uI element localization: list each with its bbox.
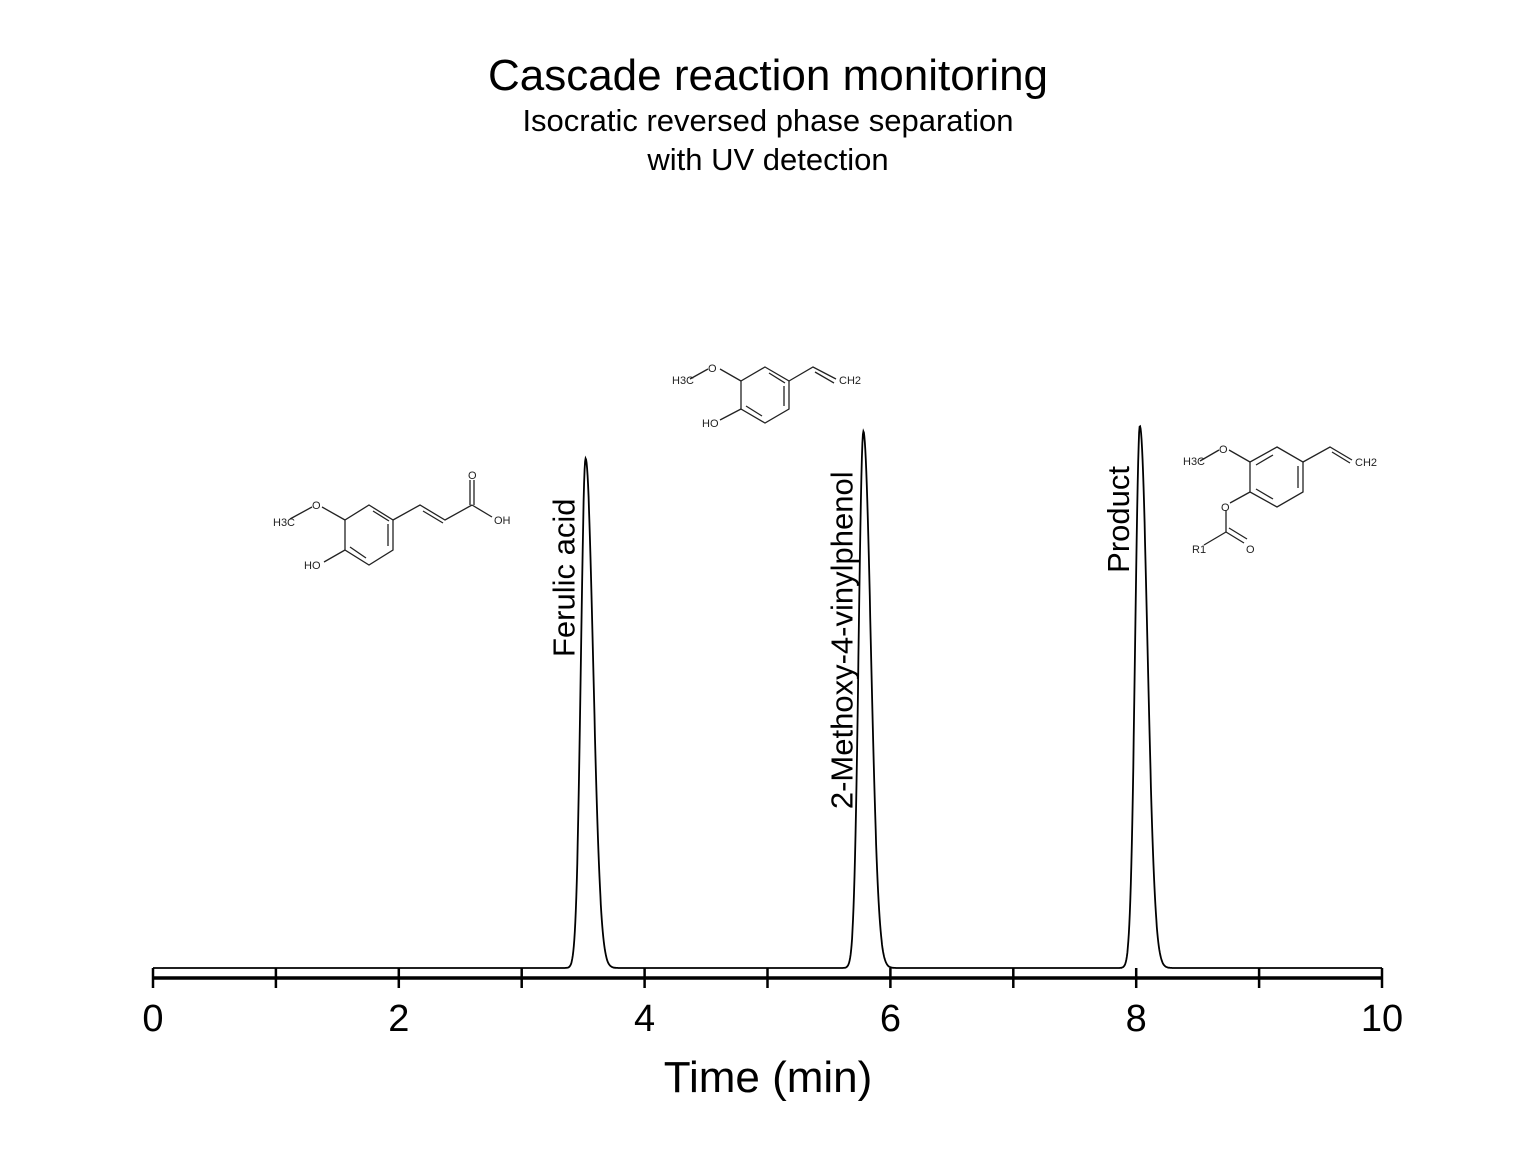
x-axis-label: Time (min) — [664, 1053, 873, 1102]
label-ester-o: O — [1221, 502, 1230, 514]
label-ch2: CH2 — [839, 375, 861, 387]
label-carbonyl-o: O — [1246, 544, 1255, 556]
label-ch2: CH2 — [1355, 457, 1377, 469]
chart-title: Cascade reaction monitoring — [488, 51, 1048, 100]
x-tick-label: 0 — [142, 998, 163, 1040]
peak-label: Product — [1101, 466, 1136, 573]
vinylphenol-structure: H3C O HO CH2 — [672, 363, 861, 430]
chart-subtitle-line-1: Isocratic reversed phase separation — [522, 103, 1013, 138]
label-h3c: H3C — [672, 375, 694, 387]
ferulic-acid-structure: H3C O HO O OH — [273, 470, 511, 572]
label-h3c: H3C — [273, 517, 295, 529]
label-o: O — [1219, 444, 1228, 456]
x-tick-label: 8 — [1126, 998, 1147, 1040]
label-carbonyl-o: O — [468, 470, 477, 482]
peak-label: Ferulic acid — [547, 499, 582, 658]
label-o: O — [708, 363, 717, 375]
x-tick-label: 2 — [388, 998, 409, 1040]
label-ho: HO — [702, 418, 719, 430]
label-oh: OH — [494, 515, 511, 527]
peak-label: 2-Methoxy-4-vinylphenol — [824, 471, 859, 809]
chart-subtitle-line-2: with UV detection — [646, 142, 888, 177]
x-tick-label: 6 — [880, 998, 901, 1040]
x-axis-ticks: 0 2 4 6 8 10 — [142, 968, 1403, 1040]
peak-labels: Ferulic acid 2-Methoxy-4-vinylphenol Produ… — [547, 466, 1136, 810]
x-tick-label: 4 — [634, 998, 655, 1040]
label-ho: HO — [304, 560, 321, 572]
product-structure: H3C O CH2 O O R1 — [1183, 444, 1377, 556]
label-h3c: H3C — [1183, 456, 1205, 468]
signal-trace — [153, 424, 1382, 969]
label-r1: R1 — [1192, 544, 1206, 556]
x-tick-label: 10 — [1361, 998, 1403, 1040]
label-o: O — [312, 500, 321, 512]
